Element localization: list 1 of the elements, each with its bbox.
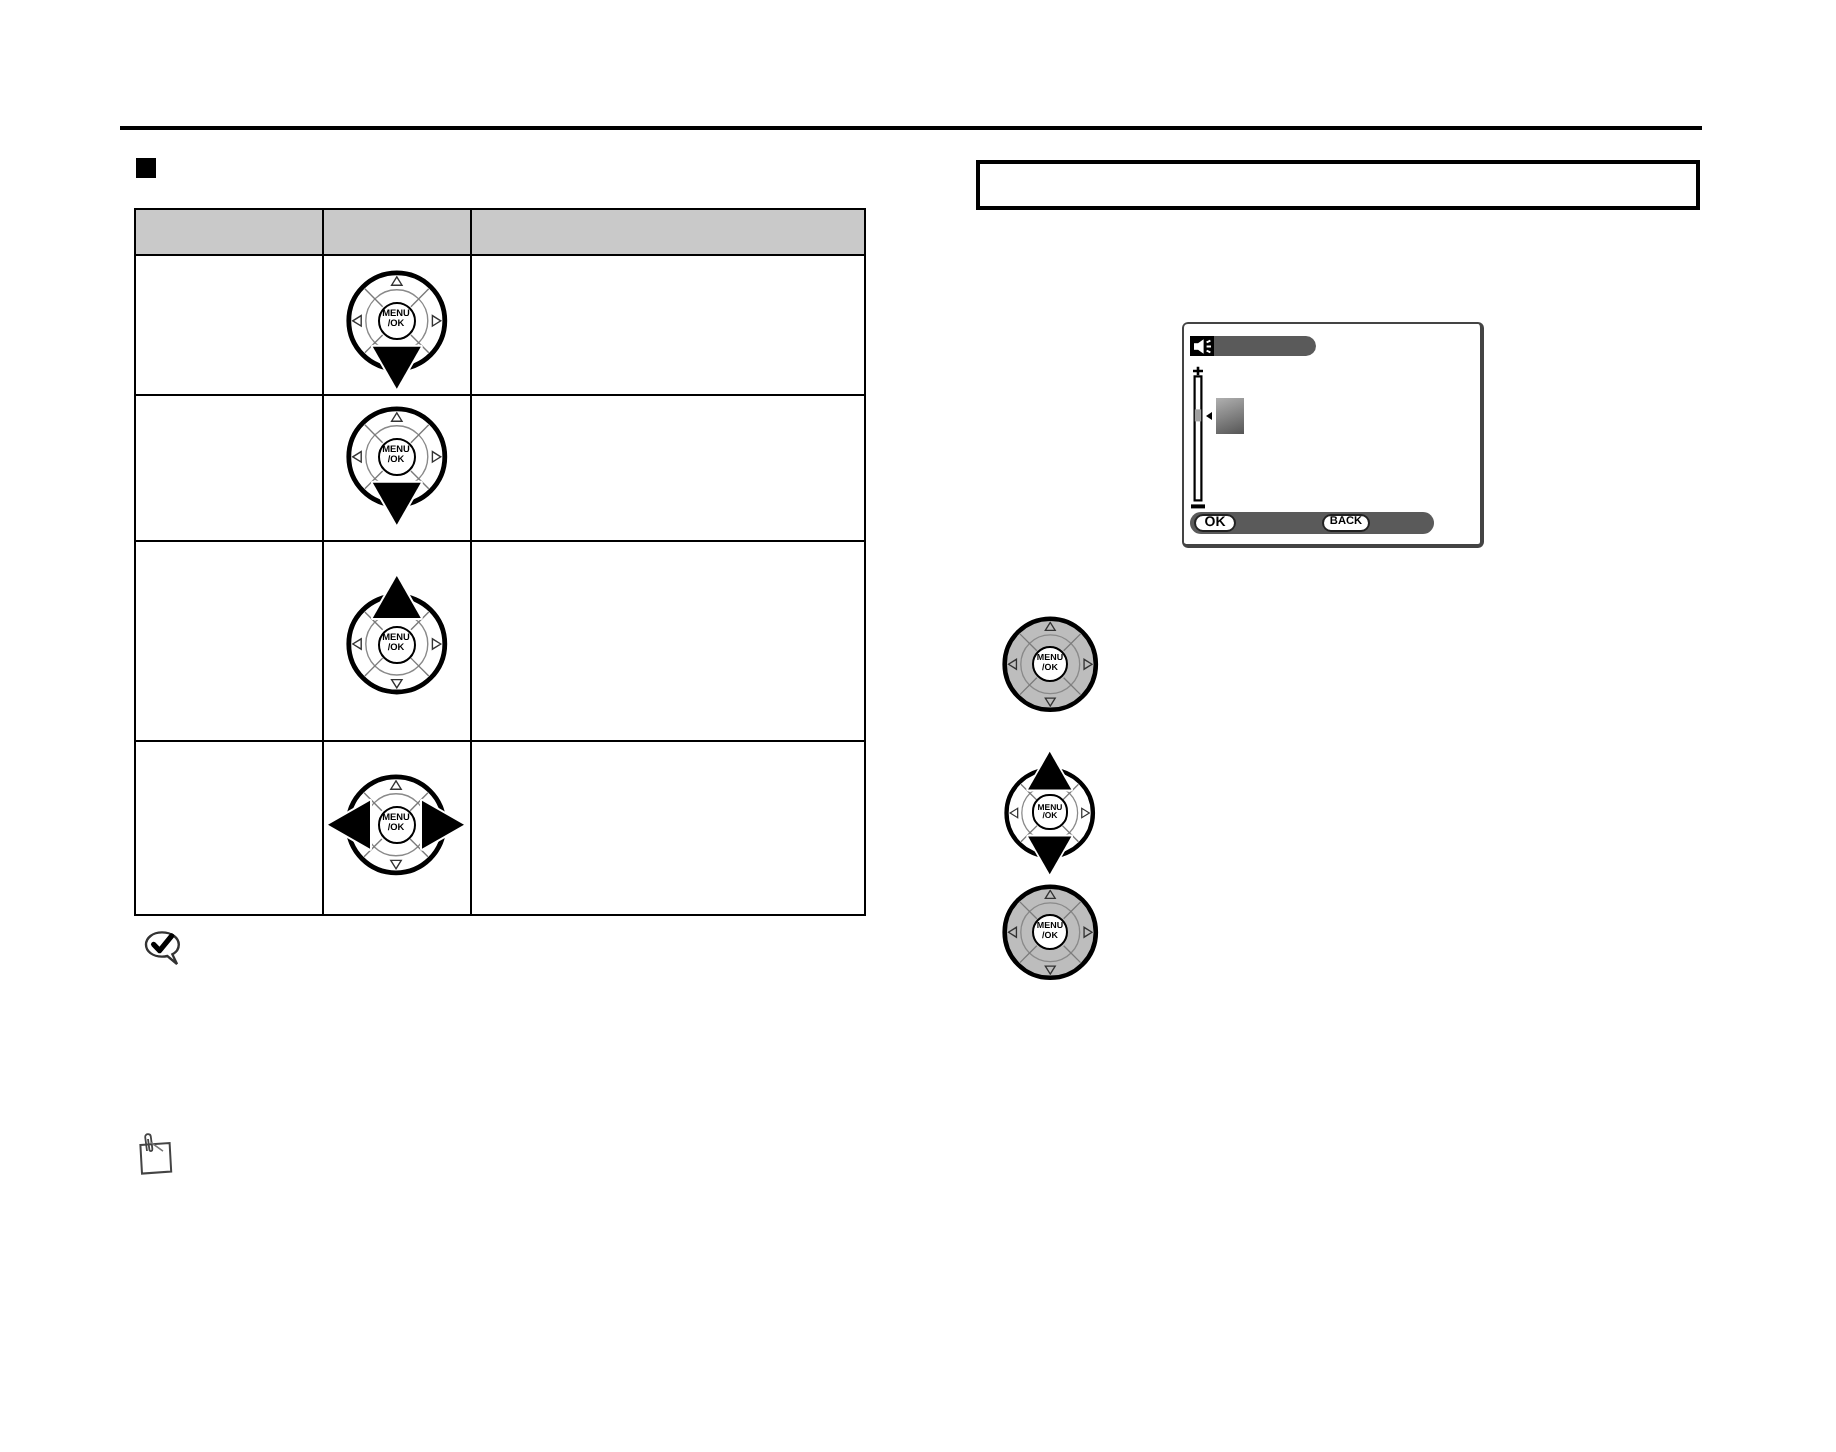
heading-box [976,160,1700,210]
